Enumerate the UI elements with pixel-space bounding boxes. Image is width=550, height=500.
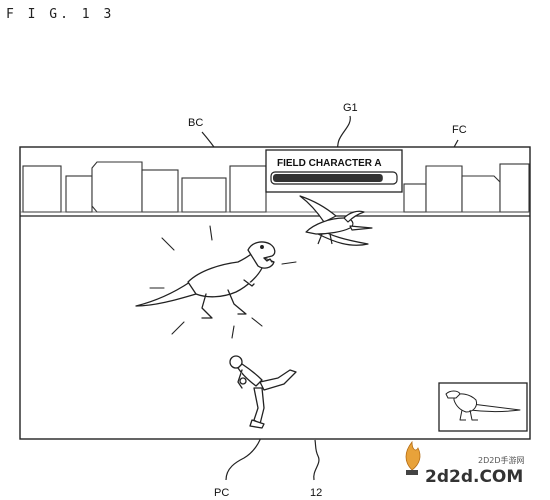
label-g1: G1 [343,102,358,114]
torso [237,363,263,387]
flame-logo-mark [405,440,421,471]
building [229,165,267,213]
field-character-name: FIELD CHARACTER A [277,158,382,169]
mini-tail [469,403,521,412]
mini-body [453,393,477,413]
watermark-small: 2D2D手游网 [478,455,525,465]
building [403,183,427,213]
jaw-teeth [263,257,273,263]
label-bc: BC [188,117,203,129]
head [229,355,243,369]
label-fc: FC [452,124,467,136]
arm [243,279,255,287]
impact-line [171,321,185,335]
watermark: 2D2D手游网 2d2d.COM [405,440,525,487]
building [22,165,62,213]
leader-pc [225,433,263,481]
health-bar-fill [273,174,383,182]
background-buildings [20,161,530,213]
building [91,161,143,213]
building [425,165,463,213]
building [461,175,501,213]
tail [135,281,197,307]
wing-back [299,195,337,223]
boss-character-bc [135,241,276,319]
building [141,169,179,213]
head [247,241,276,269]
beak [349,225,373,231]
building [499,163,530,213]
impact-lines [149,225,297,339]
hind-leg-back [201,293,213,319]
impact-line [209,225,213,241]
impact-line [231,325,235,339]
body [305,217,354,235]
leader-screen [313,439,320,481]
flame-logo [405,440,421,475]
impact-line [251,317,263,327]
watermark-large: 2d2d.COM [425,467,523,487]
figure-label: F I G. 1 3 [6,7,114,22]
leg-back [259,369,297,391]
flying-character-fc [299,195,373,246]
building [181,177,227,213]
building [65,175,93,213]
impact-line [281,261,297,265]
mini-map-dino [445,390,521,421]
mini-legs [459,409,478,421]
field-character-hud: FIELD CHARACTER A [265,149,403,193]
mini-head [445,390,461,399]
label-pc: PC [214,487,229,499]
foot [249,419,265,429]
impact-line [161,237,175,251]
hud-panel [265,149,403,193]
flame-logo-base [406,470,418,475]
label-screen: 12 [310,487,322,499]
fist [239,377,247,385]
eye [260,245,264,249]
game-screen: FIELD CHARACTER A [19,146,531,440]
head-crest [343,210,365,223]
legs [317,233,333,245]
hind-leg-front [227,289,247,315]
mini-map [438,382,528,432]
player-character-pc [229,355,297,429]
